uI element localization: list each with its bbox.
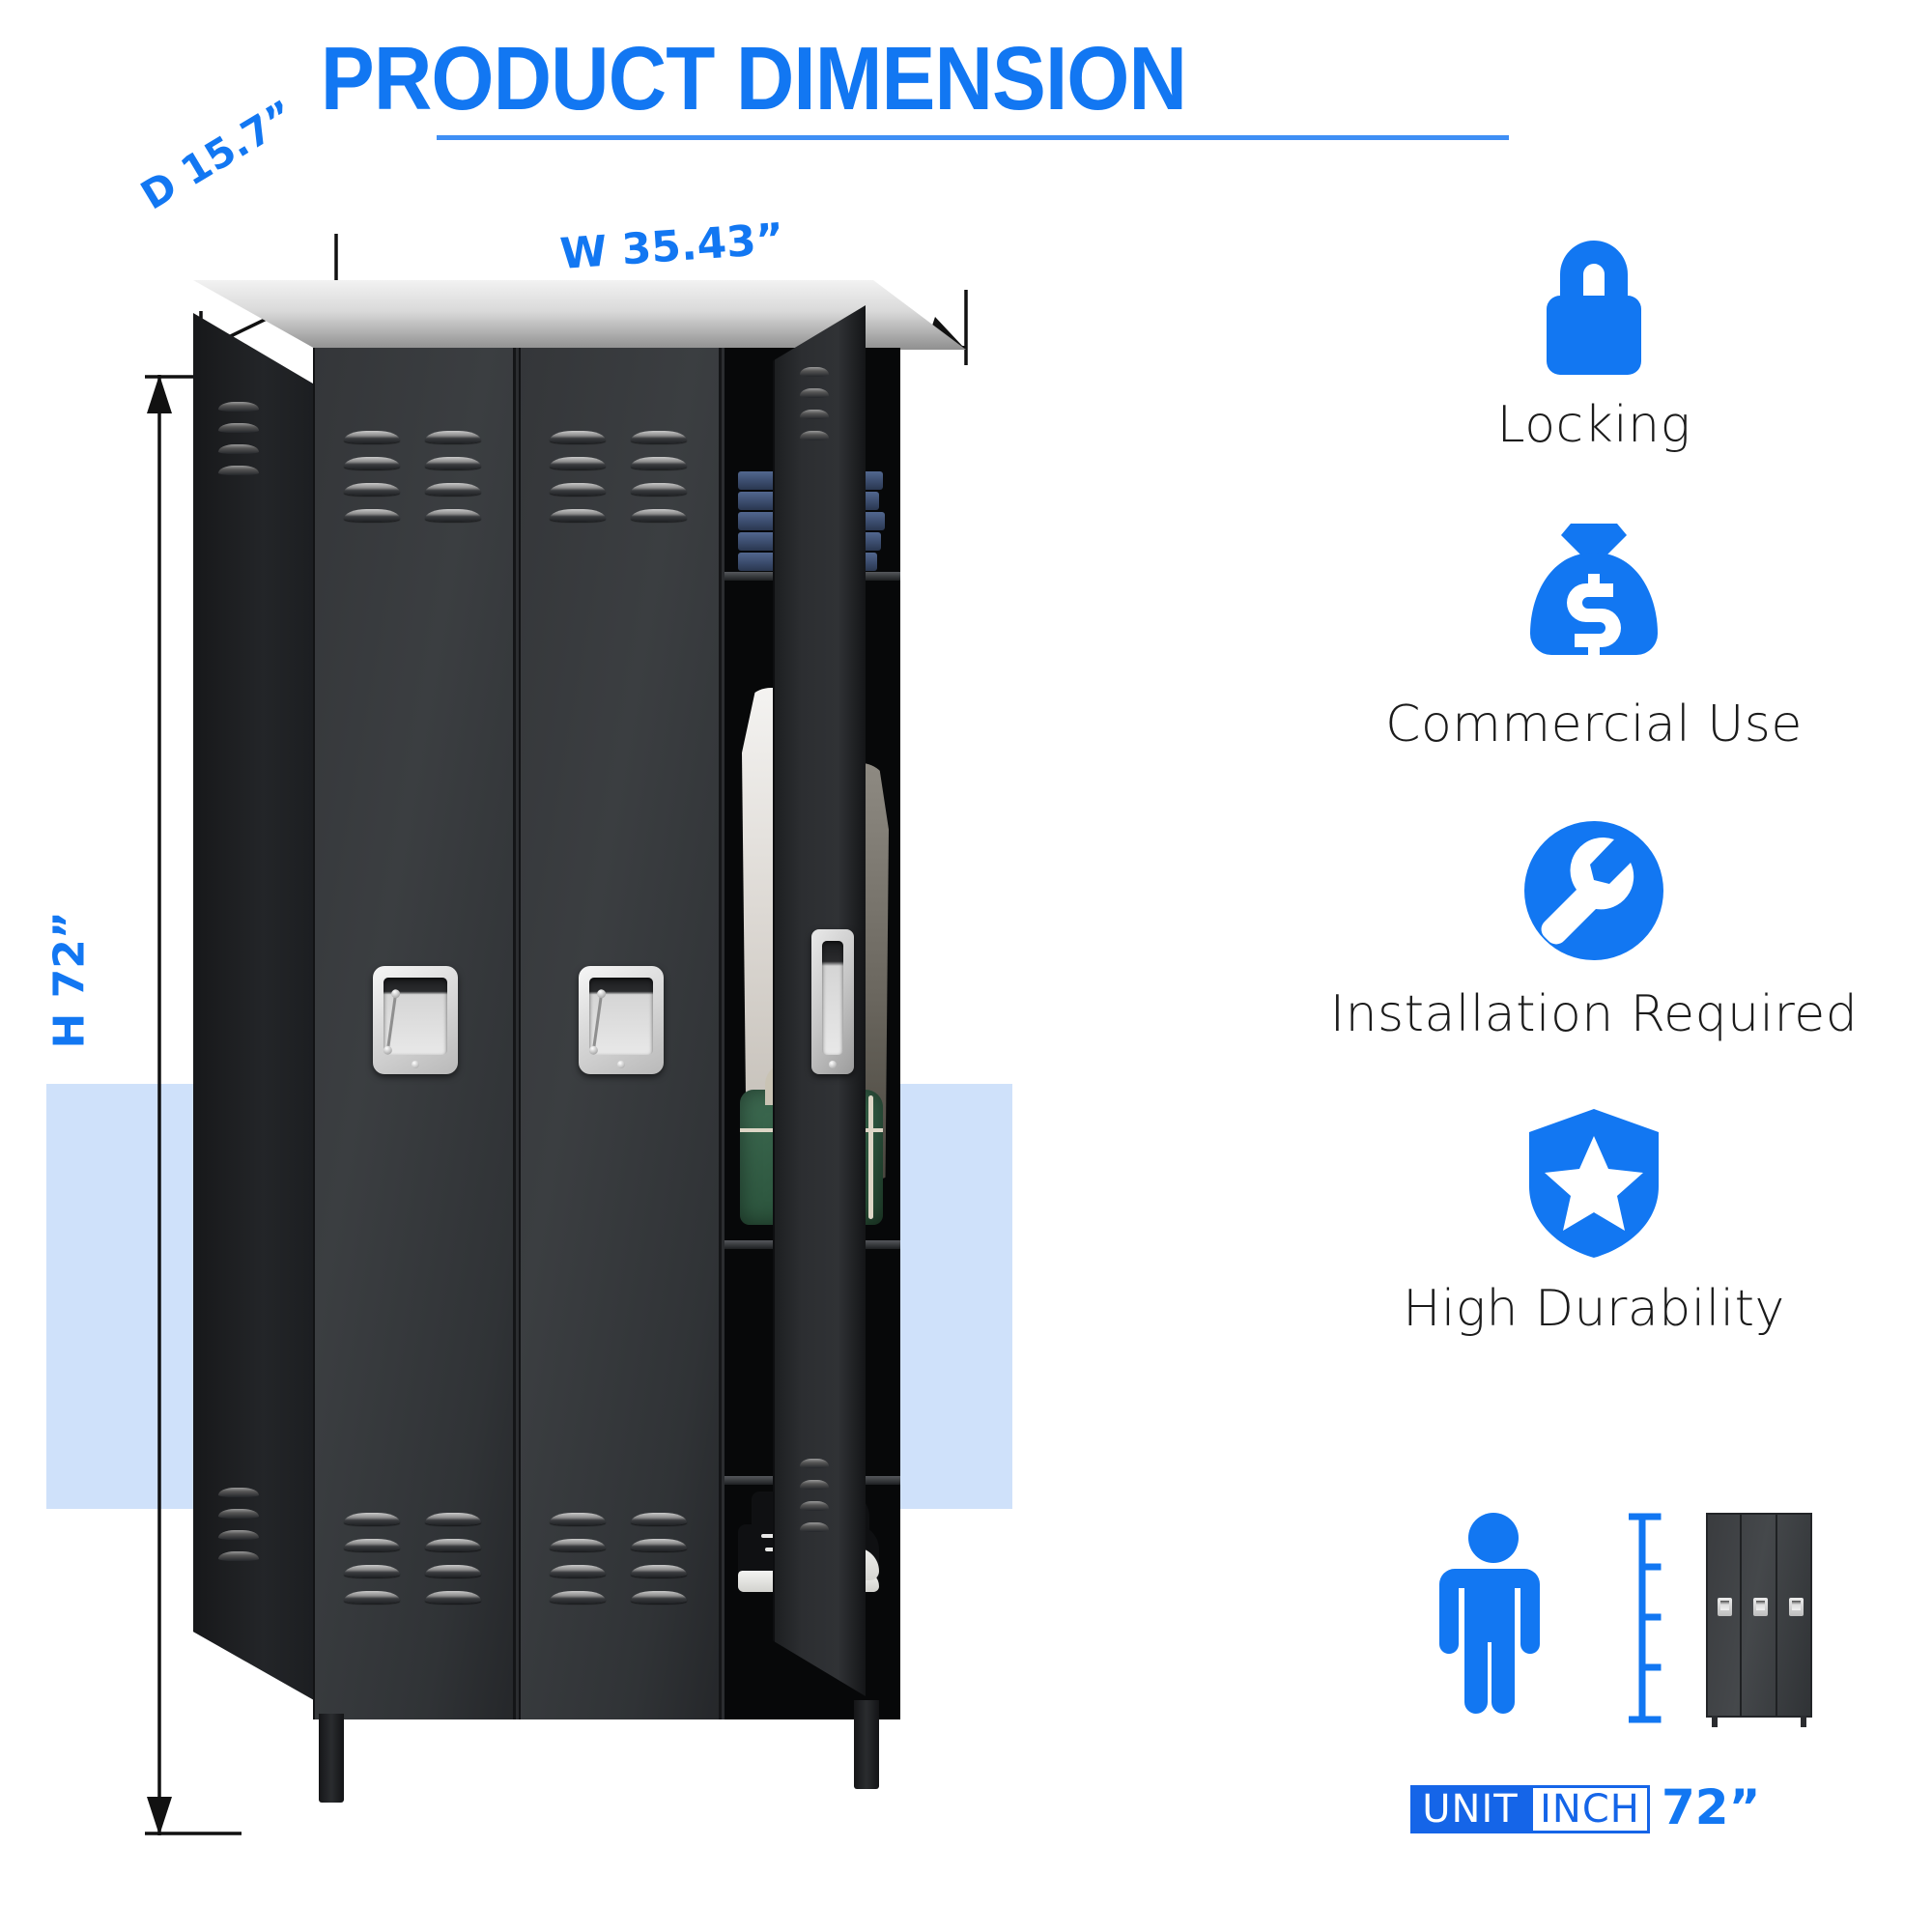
unit-badge-value: INCH (1530, 1785, 1650, 1833)
door-vents-top (344, 431, 481, 522)
person-pictogram (1439, 1513, 1540, 1714)
feature-installation-required: Installation Required (1294, 813, 1893, 1043)
money-bag-icon (1530, 524, 1658, 657)
locker-legs (313, 1700, 912, 1803)
open-door-vents-top (800, 367, 829, 440)
shield-star-icon (1528, 1109, 1659, 1258)
locker-handle-2[interactable] (579, 966, 664, 1074)
feature-commercial-use: Commercial Use (1294, 514, 1893, 753)
lock-icon (1547, 241, 1641, 375)
feature-list: Locking Commercial Use Installation Requ… (1294, 224, 1893, 1398)
side-vents-top (218, 402, 259, 475)
feature-label: High Durability (1403, 1280, 1785, 1338)
width-label: W 35.43” (558, 213, 786, 279)
door-vents-top (550, 431, 687, 522)
locker-door-3-open[interactable] (773, 305, 866, 1696)
locker-handle-1[interactable] (373, 966, 458, 1074)
door-vents-bottom (344, 1513, 481, 1604)
feature-locking: Locking (1294, 224, 1893, 454)
page-title: PRODUCT DIMENSION (320, 28, 1187, 128)
title-underline (437, 135, 1509, 140)
open-door-vents-bottom (800, 1459, 829, 1532)
feature-label: Installation Required (1329, 985, 1859, 1043)
feature-high-durability: High Durability (1294, 1103, 1893, 1338)
product-height-value: 72” (1662, 1779, 1761, 1835)
product-image (193, 280, 985, 1855)
feature-label: Commercial Use (1385, 696, 1803, 753)
wrench-icon (1524, 821, 1663, 960)
height-ruler (1629, 1513, 1662, 1723)
feature-label: Locking (1496, 396, 1691, 454)
side-vents-bottom (218, 1488, 259, 1561)
unit-badge-label: UNIT (1410, 1785, 1530, 1833)
locker-door-2[interactable] (519, 348, 722, 1719)
locker-side-panel (193, 313, 321, 1704)
locker-handle-3[interactable] (811, 929, 854, 1074)
height-label: H 72” (44, 911, 95, 1049)
unit-badge: UNIT INCH (1410, 1785, 1650, 1833)
product-thumbnail (1706, 1513, 1812, 1727)
locker-door-1[interactable] (313, 348, 516, 1719)
scale-comparison: 72” 72” UNIT INCH (1399, 1499, 1814, 1905)
door-vents-bottom (550, 1513, 687, 1604)
